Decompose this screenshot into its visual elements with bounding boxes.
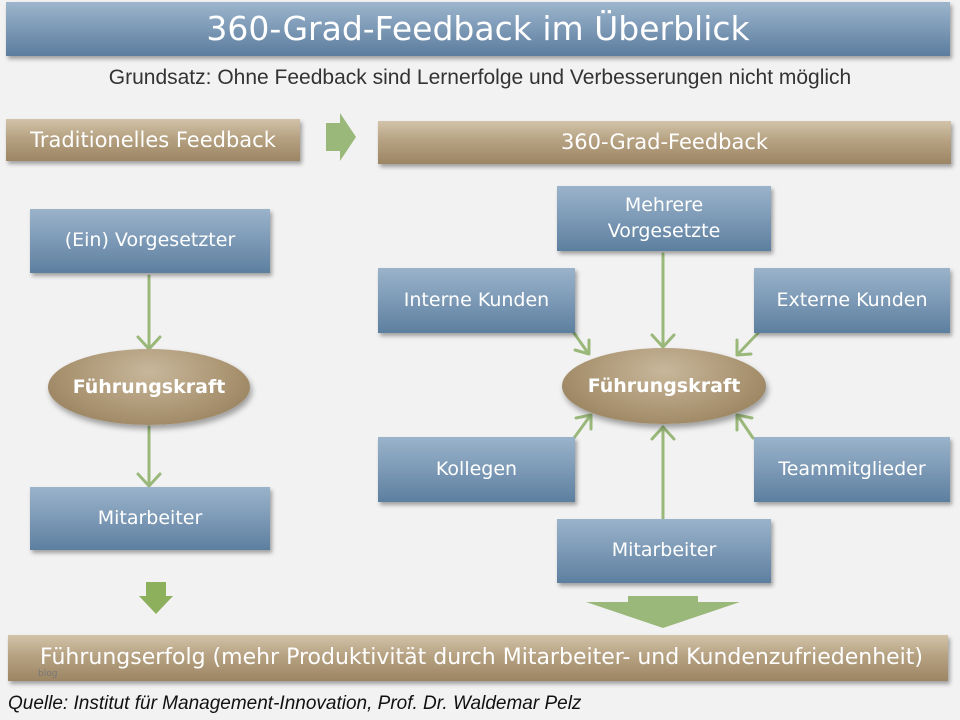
- leader-ellipse-360: Führungskraft: [562, 348, 766, 424]
- arrow-head: [735, 413, 754, 432]
- down-arrow-left-icon: [139, 582, 173, 614]
- header-arrow-right-icon: [326, 113, 356, 161]
- external-customers-box: Externe Kunden: [754, 268, 950, 333]
- single-supervisor-box: (Ein) Vorgesetzter: [30, 209, 270, 273]
- watermark-text: blog: [38, 669, 58, 679]
- employee-label-traditional: Mitarbeiter: [97, 506, 203, 529]
- leader-ellipse-traditional: Führungskraft: [48, 349, 250, 425]
- multiple-supervisors-line1: Mehrere: [624, 193, 704, 216]
- leader-label-360: Führungskraft: [587, 375, 741, 397]
- arrow-head: [735, 338, 753, 357]
- arrow-head: [573, 338, 591, 356]
- employee-label-360: Mitarbeiter: [611, 539, 717, 562]
- team-members-label: Teammitglieder: [778, 457, 926, 480]
- employee-box-traditional: Mitarbeiter: [30, 487, 270, 550]
- arrow-head: [136, 472, 162, 488]
- arrow-head: [650, 333, 676, 349]
- principle-text: Grundsatz: Ohne Feedback sind Lernerfolg…: [108, 66, 852, 89]
- colleagues-box: Kollegen: [378, 437, 575, 502]
- arrow-head: [574, 413, 593, 431]
- source-citation: Quelle: Institut für Management-Innovati…: [8, 693, 582, 714]
- arrow-head: [650, 425, 676, 441]
- arrow-colleagues-to-leader: [572, 414, 592, 440]
- multiple-supervisors-box: Mehrere Vorgesetzte: [557, 186, 771, 251]
- arrow-team-to-leader: [736, 414, 755, 440]
- leadership-success-bar: Führungserfolg (mehr Produktivität durch…: [8, 635, 948, 681]
- down-arrow-right-icon: [586, 596, 740, 628]
- external-customers-label: Externe Kunden: [776, 288, 928, 311]
- arrow-internal-to-leader: [572, 331, 590, 355]
- multiple-supervisors-line2: Vorgesetzte: [607, 219, 721, 242]
- internal-customers-box: Interne Kunden: [378, 268, 575, 333]
- internal-customers-label: Interne Kunden: [403, 288, 550, 311]
- team-members-box: Teammitglieder: [754, 437, 950, 502]
- colleagues-label: Kollegen: [435, 457, 518, 480]
- feedback-360-header: 360-Grad-Feedback: [378, 121, 951, 164]
- single-supervisor-label: (Ein) Vorgesetzter: [64, 229, 236, 252]
- employee-box-360: Mitarbeiter: [557, 519, 771, 583]
- traditional-feedback-header: Traditionelles Feedback: [6, 119, 300, 161]
- arrow-external-to-leader: [736, 331, 760, 356]
- leader-label-traditional: Führungskraft: [72, 376, 226, 398]
- page-title: 360-Grad-Feedback im Überblick: [6, 2, 950, 56]
